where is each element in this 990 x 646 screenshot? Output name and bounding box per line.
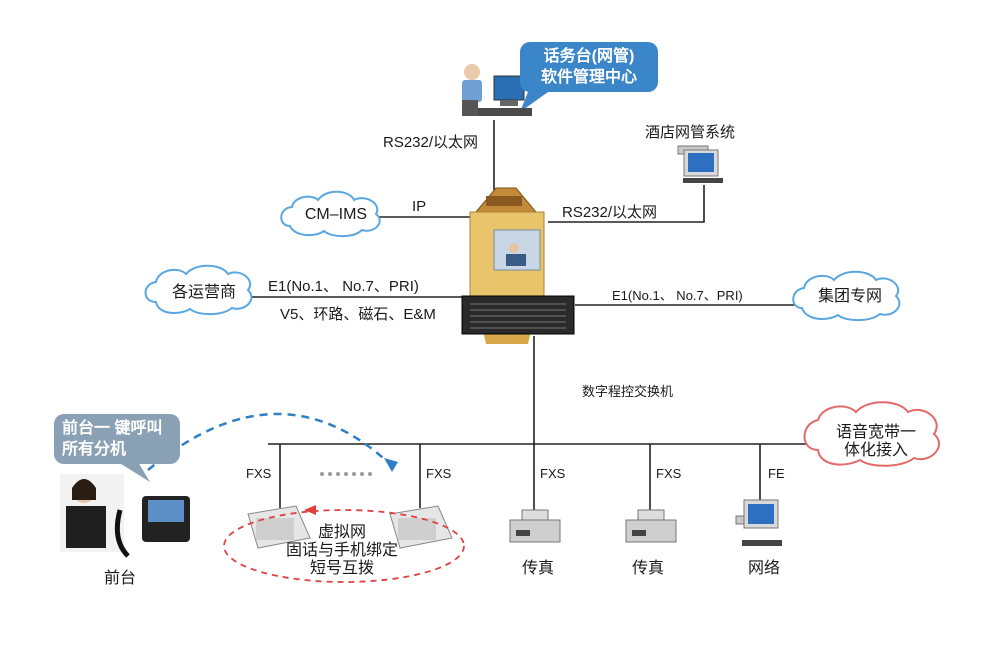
link-e1-right-label: E1(No.1、 No.7、PRI) [612,288,743,303]
front-bubble-tail [118,462,150,482]
fax-2-icon [625,509,677,543]
fax-1-icon [509,509,561,543]
network-pc-icon [735,499,782,546]
link-ip-label: IP [412,198,427,215]
network-label: 网络 [747,560,780,577]
cloud-broadband-label: 语音宽带一 体化接入 [835,424,916,459]
link-hotel-line [548,185,705,223]
phone-2-icon [389,505,453,549]
link-v5-label: V5、环路、磁石、E&M [280,306,436,323]
hotel-system-label: 酒店网管系统 [645,124,736,141]
switch-label: 数字程控交换机 [582,384,674,399]
switch-chassis-icon [461,295,575,335]
port-label-5: FE [768,466,785,481]
cloud-carriers-label: 各运营商 [171,284,236,301]
fax-1-label: 传真 [521,560,554,577]
link-e1-left-label: E1(No.1、 No.7、PRI) [268,278,419,295]
front-desk-bubble: 前台一 键呼叫 所有分机 [54,414,180,464]
cloud-cmims-label: CM–IMS [304,206,368,223]
cloud-carriers-shape [144,264,253,316]
port-label-4: FXS [656,466,682,481]
cloud-group-label: 集团专网 [817,288,882,305]
broadcast-arrow [147,412,393,471]
virtual-net-ellipse [223,509,465,583]
port-label-1: FXS [246,466,272,481]
link-rs232-top-label: RS232/以太网 [383,134,479,151]
operator-bubble-tail [520,92,548,112]
cloud-cmims-shape [280,190,381,238]
desk-phone-icon [114,496,190,558]
operator-bubble: 话务台(网管) 软件管理中心 [520,42,658,92]
port-label-2: FXS [426,466,452,481]
dots [320,472,372,476]
hotel-pc-icon [677,145,723,183]
virtual-net-label: 虚拟网 固话与手机绑定 短号互拨 [285,524,398,577]
port-label-3: FXS [540,466,566,481]
cloud-group-shape [792,270,901,322]
receptionist-icon [60,474,124,552]
front-desk-label: 前台 [103,570,136,587]
phone-1-icon [247,505,311,549]
fax-2-label: 传真 [631,560,664,577]
link-rs232-right-label: RS232/以太网 [562,204,658,221]
cloud-broadband-shape [803,401,941,467]
